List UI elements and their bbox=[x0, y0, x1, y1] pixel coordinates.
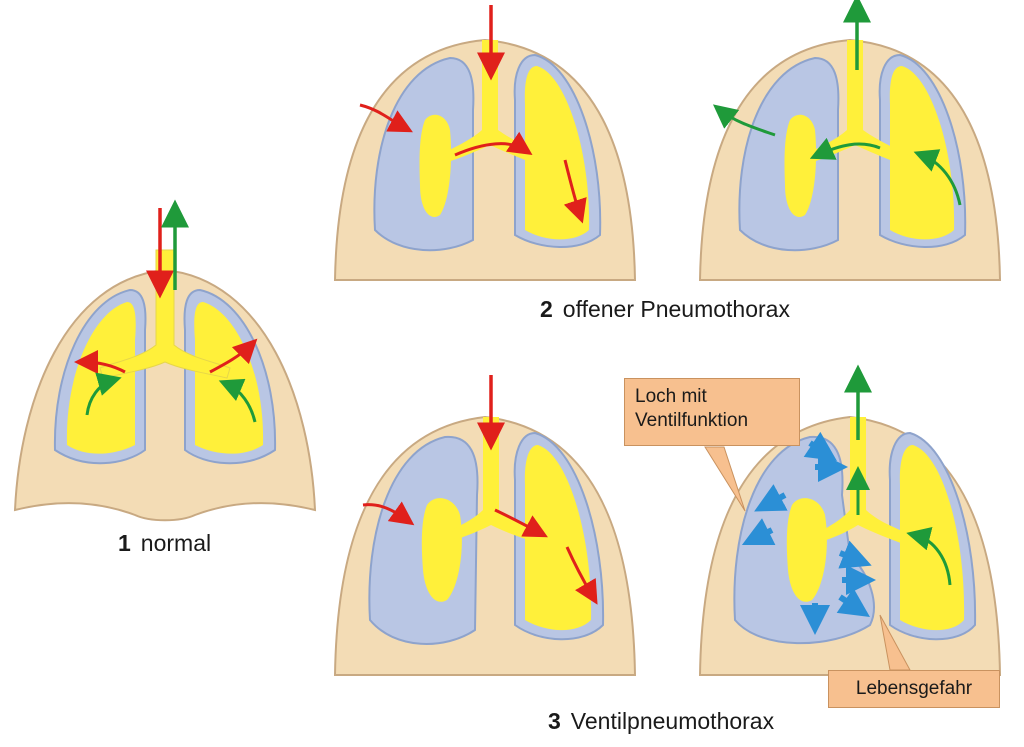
panel-open-inhale bbox=[333, 5, 637, 281]
green-arrow-icon bbox=[809, 137, 881, 160]
green-arrow-icon bbox=[712, 104, 776, 137]
blue-arrow-icon bbox=[836, 587, 870, 617]
green-arrow-icon bbox=[913, 149, 962, 206]
red-arrow-icon bbox=[209, 338, 258, 374]
red-arrow-icon bbox=[565, 546, 598, 605]
valve-hole-callout: Loch mit Ventilfunktion bbox=[624, 378, 800, 446]
collapsed-lung bbox=[421, 498, 462, 602]
danger-callout: Lebensgefahr bbox=[828, 670, 1000, 708]
panel-2-title: offener Pneumothorax bbox=[562, 296, 790, 322]
panel-valve-inhale bbox=[333, 375, 637, 676]
red-arrow-icon bbox=[454, 131, 533, 157]
green-arrow-icon bbox=[85, 372, 122, 416]
trachea bbox=[99, 249, 231, 379]
red-arrow-icon bbox=[563, 159, 587, 224]
panel-3-title: Ventilpneumothorax bbox=[570, 708, 775, 734]
right-lung bbox=[194, 302, 264, 454]
blue-arrow-icon bbox=[838, 540, 872, 569]
panel-open-exhale bbox=[698, 0, 1002, 281]
right-lung bbox=[524, 445, 592, 631]
collapsed-lung bbox=[784, 114, 817, 217]
collapsed-lung bbox=[786, 498, 827, 602]
red-arrow-icon bbox=[74, 350, 126, 375]
red-arrow-icon bbox=[362, 501, 415, 526]
green-arrow-icon bbox=[218, 378, 257, 423]
green-arrow-icon bbox=[906, 527, 952, 586]
panel-1-number: 1 bbox=[118, 530, 131, 556]
trachea bbox=[810, 40, 915, 168]
red-arrow-icon bbox=[494, 508, 548, 538]
red-arrow-icon bbox=[359, 103, 413, 133]
panel-1-caption: 1 normal bbox=[118, 530, 211, 557]
panel-2-caption: 2 offener Pneumothorax bbox=[540, 296, 790, 323]
panel-3-caption: 3 Ventilpneumothorax bbox=[548, 708, 774, 735]
blue-arrow-icon bbox=[741, 518, 776, 546]
panel-normal bbox=[13, 199, 317, 522]
collapsed-lung bbox=[419, 114, 452, 217]
blue-arrow-icon bbox=[803, 431, 837, 461]
trachea bbox=[823, 417, 910, 545]
trachea bbox=[445, 40, 550, 168]
panel-2-number: 2 bbox=[540, 296, 553, 322]
panel-1-title: normal bbox=[140, 530, 212, 556]
blue-arrow-icon bbox=[754, 484, 788, 512]
panel-valve-exhale bbox=[698, 364, 1002, 676]
callout-pointer-valve bbox=[704, 446, 746, 512]
panel-3-number: 3 bbox=[548, 708, 561, 734]
right-lung bbox=[899, 445, 965, 631]
